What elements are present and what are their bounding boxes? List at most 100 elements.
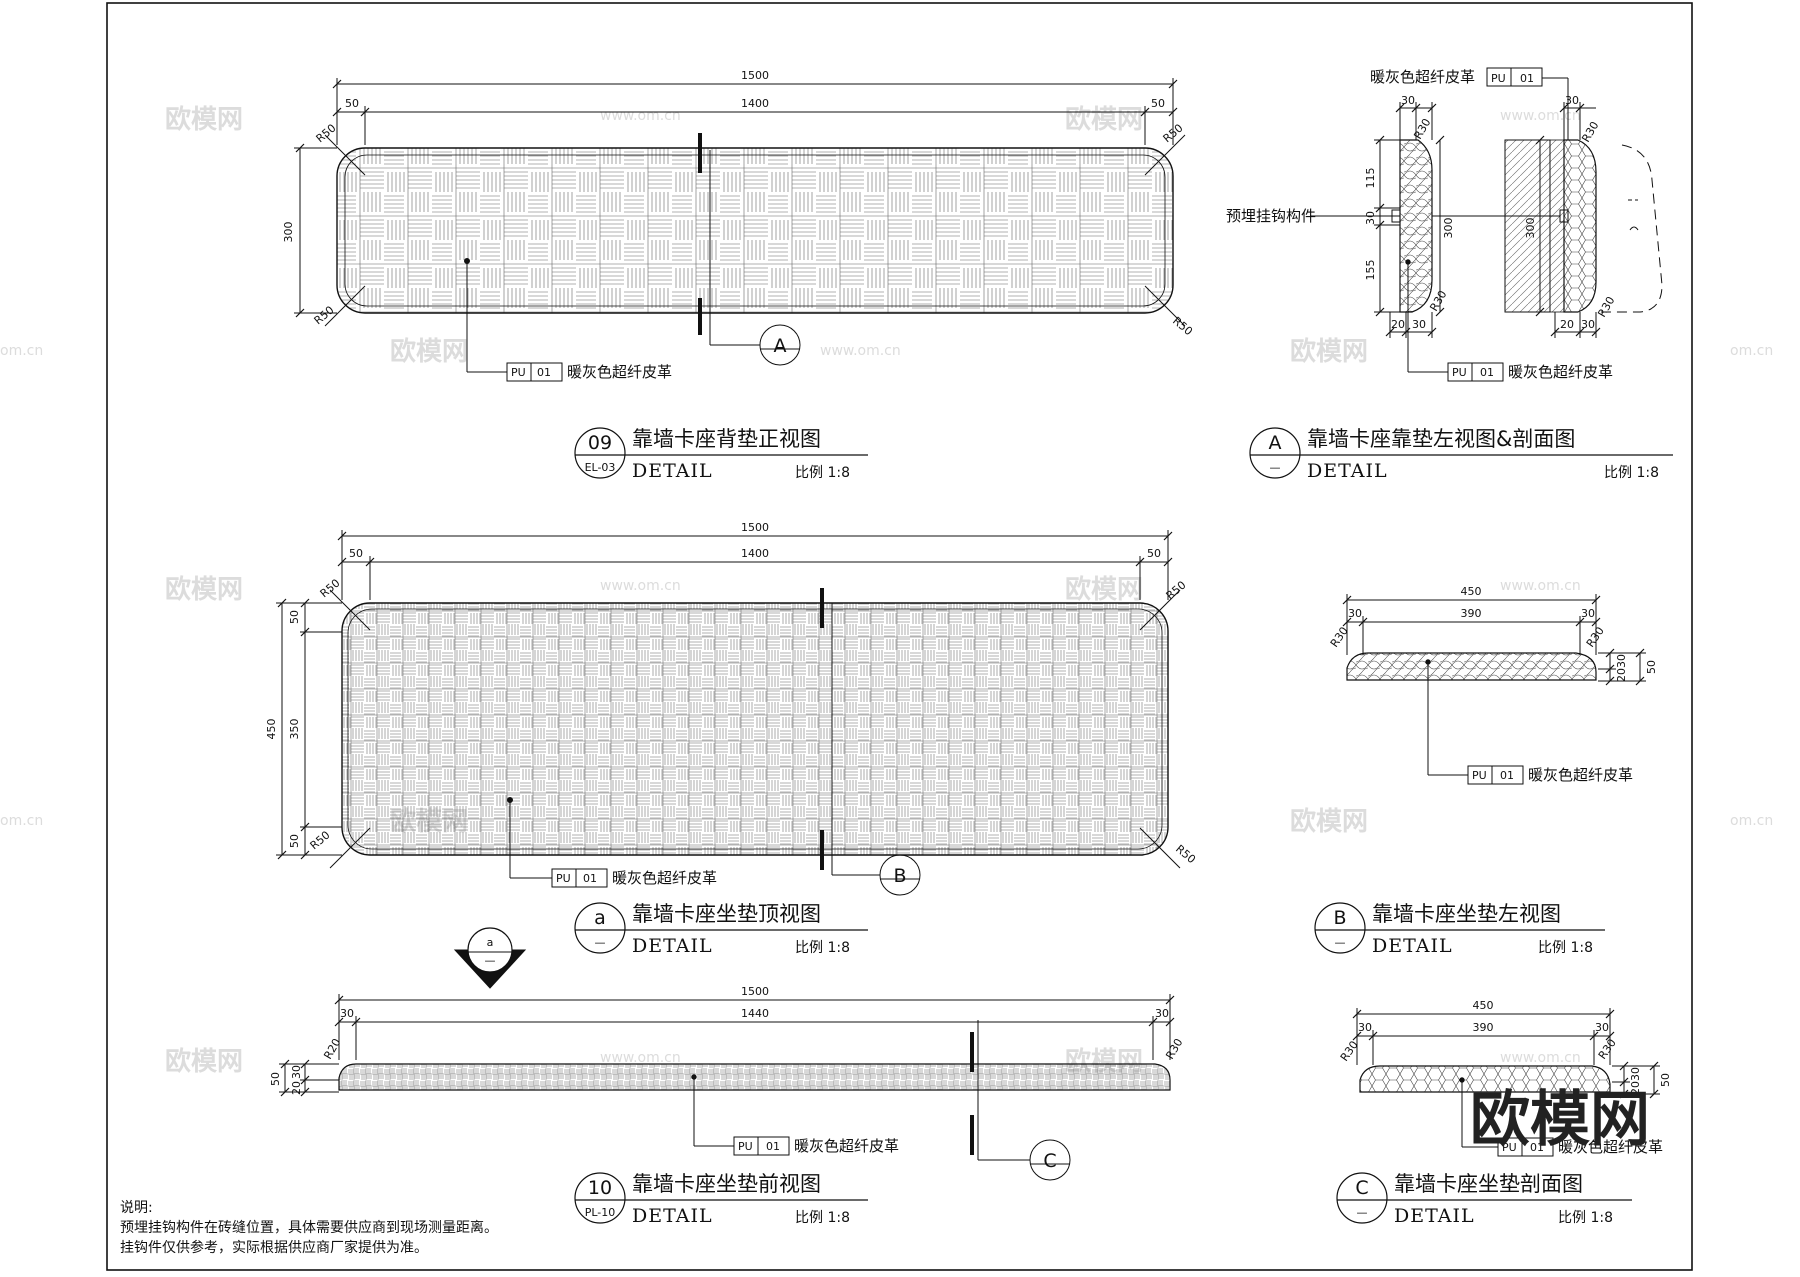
detail-sheet: EL-03 — [585, 461, 616, 474]
material-code: PU — [1452, 366, 1467, 379]
material-code: PU — [738, 1140, 753, 1153]
material-name: 暖灰色超纤皮革 — [1508, 363, 1613, 381]
watermark-logo: 欧模网 — [165, 104, 243, 135]
dim: 50 — [269, 1072, 282, 1086]
title-block-back-side — [1249, 427, 1673, 479]
dim-radius: R30 — [1579, 119, 1601, 144]
notes-line: 挂钩件仅供参考，实际根据供应商厂家提供为准。 — [120, 1239, 428, 1256]
material-num: 01 — [583, 872, 597, 885]
material-num: 01 — [1530, 1141, 1544, 1154]
dim-radius: R30 — [1595, 294, 1617, 319]
dim-bottom: 50 — [288, 834, 301, 848]
dim-left: 30 — [340, 1007, 354, 1020]
dim: 20 — [290, 1081, 303, 1095]
dim-left: 30 — [1348, 607, 1362, 620]
material-num: 01 — [1520, 72, 1534, 85]
detail-label: DETAIL — [632, 460, 713, 482]
watermark-url: www.om.cn — [600, 578, 681, 594]
watermark-url: www.om.cn — [1500, 578, 1581, 594]
dim-left: 50 — [345, 97, 359, 110]
back-front-view — [294, 78, 1186, 382]
material-name: 暖灰色超纤皮革 — [612, 869, 717, 887]
material-code: PU — [1491, 72, 1506, 85]
dim: 20 — [1391, 318, 1405, 331]
section-tag: C — [1043, 1150, 1056, 1172]
dim-right: 30 — [1155, 1007, 1169, 1020]
dim-overall: 1500 — [741, 69, 769, 82]
dim-radius: R50 — [1161, 121, 1186, 145]
detail-sheet: PL-10 — [585, 1206, 616, 1219]
dim: 30 — [1401, 94, 1415, 107]
dim-left: 50 — [349, 547, 363, 560]
notes-heading: 说明: — [120, 1200, 153, 1216]
view-sub: — — [485, 954, 496, 967]
dim-radius: R30 — [1163, 1036, 1185, 1061]
dim: 20 — [1560, 318, 1574, 331]
scale-label: 比例 1:8 — [795, 465, 850, 481]
dim-right: 30 — [1581, 607, 1595, 620]
dim: 115 — [1364, 168, 1377, 189]
scale-label: 比例 1:8 — [795, 1210, 850, 1226]
dim: 50 — [1645, 660, 1658, 674]
dim-radius: R50 — [1173, 842, 1198, 866]
watermark-url: www.om.cn — [820, 343, 901, 359]
dim-right: 50 — [1147, 547, 1161, 560]
dim: 50 — [1659, 1073, 1672, 1087]
watermark-logo: 欧模网 — [165, 1046, 243, 1077]
dim-radius: R30 — [1596, 1037, 1619, 1062]
detail-mark: A — [1269, 432, 1282, 454]
dim-radius: R50 — [1170, 314, 1195, 338]
dim-inner: 390 — [1473, 1021, 1494, 1034]
detail-label: DETAIL — [1394, 1205, 1475, 1227]
dim-overall: 1500 — [741, 521, 769, 534]
dim: 30 — [1581, 318, 1595, 331]
dim-radius: R20 — [321, 1036, 343, 1061]
drawing-title: 靠墙卡座坐垫前视图 — [632, 1172, 821, 1196]
dim: 30 — [1629, 1067, 1642, 1081]
dim-radius: R50 — [312, 303, 337, 327]
dim-overall: 450 — [1473, 999, 1494, 1012]
seat-section-view — [1352, 1008, 1660, 1157]
title-block-seat-section — [1336, 1172, 1632, 1224]
material-code: PU — [1472, 769, 1487, 782]
watermark-url: www.om.cn — [1500, 1050, 1581, 1066]
dim: 300 — [1442, 218, 1455, 239]
detail-sheet: — — [1335, 936, 1346, 949]
detail-mark: 09 — [588, 432, 612, 454]
watermark-logo: 欧模网 — [390, 336, 468, 367]
dim-left: 30 — [1358, 1021, 1372, 1034]
dim: 30 — [1615, 654, 1628, 668]
dim: 30 — [1412, 318, 1426, 331]
title-block-seat-front — [574, 1172, 868, 1224]
dim: 300 — [1524, 218, 1537, 239]
detail-label: DETAIL — [632, 1205, 713, 1227]
watermark-logo-large: 欧模网 — [1470, 1085, 1650, 1155]
material-num: 01 — [537, 366, 551, 379]
notes-line: 预埋挂钩构件在砖缝位置，具体需要供应商到现场测量距离。 — [120, 1219, 498, 1236]
detail-mark: 10 — [588, 1177, 612, 1199]
scale-label: 比例 1:8 — [1538, 940, 1593, 956]
title-block-seat-top — [574, 902, 868, 954]
dim-inner: 390 — [1461, 607, 1482, 620]
detail-sheet: — — [1270, 461, 1281, 474]
detail-sheet: — — [1357, 1206, 1368, 1219]
drawing-title: 靠墙卡座背垫正视图 — [632, 427, 821, 451]
dim-radius: R50 — [318, 576, 343, 600]
material-num: 01 — [766, 1140, 780, 1153]
drawing-title: 靠墙卡座靠垫左视图&剖面图 — [1307, 427, 1575, 451]
dim-inner: 1400 — [741, 547, 769, 560]
dim-height: 300 — [282, 222, 295, 243]
material-name: 暖灰色超纤皮革 — [1370, 68, 1475, 86]
dim-top: 50 — [288, 610, 301, 624]
material-num: 01 — [1500, 769, 1514, 782]
watermark-logo: 欧模网 — [1290, 806, 1368, 837]
dim-inner: 1440 — [741, 1007, 769, 1020]
material-code: PU — [556, 872, 571, 885]
scale-label: 比例 1:8 — [1558, 1210, 1613, 1226]
drawing-title: 靠墙卡座坐垫顶视图 — [632, 902, 821, 926]
section-tag: B — [893, 865, 906, 887]
dim: 30 — [1364, 211, 1377, 225]
dim-height: 450 — [265, 719, 278, 740]
drawing-title: 靠墙卡座坐垫剖面图 — [1394, 1172, 1583, 1196]
